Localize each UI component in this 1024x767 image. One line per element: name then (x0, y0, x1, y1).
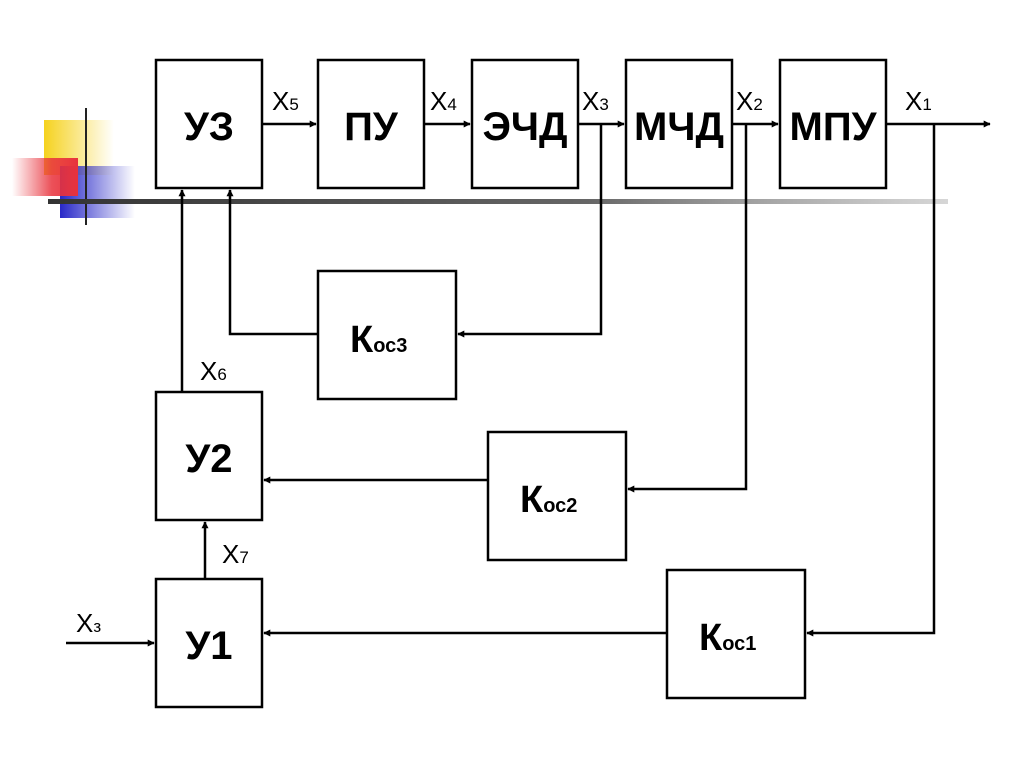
block-u3: УЗ (154, 58, 264, 190)
signal-x4-label: Х4 (430, 86, 457, 116)
block-kos3-label: Кос3 (350, 319, 407, 361)
block-kos1-label: Кос1 (699, 617, 756, 659)
block-kos2-label: Кос2 (520, 479, 577, 521)
signal-x3-label: Х3 (582, 86, 609, 116)
feedback-kos3-to-u3 (226, 189, 318, 336)
feedback-x2-to-kos2 (627, 124, 748, 493)
block-mpu-label: МПУ (790, 105, 878, 149)
block-u3-label: УЗ (184, 105, 234, 149)
block-u1: У1 (154, 577, 264, 709)
signal-x1-label: Х1 (905, 86, 932, 116)
block-kos2: Кос2 (486, 430, 628, 562)
block-kos3: Кос3 (316, 269, 458, 401)
block-pu: ПУ (316, 58, 426, 190)
block-u2: У2 (154, 390, 264, 522)
block-u2-label: У2 (185, 437, 232, 481)
feedback-x3-to-kos3 (457, 124, 603, 338)
block-mchd-label: МЧД (634, 105, 724, 149)
block-mpu: МПУ (778, 58, 888, 190)
signal-x2-label: Х2 (736, 86, 763, 116)
block-pu-label: ПУ (344, 105, 399, 149)
slide-decoration (12, 108, 948, 225)
block-echd: ЭЧД (470, 58, 580, 190)
signal-x7-label: Х7 (222, 539, 249, 569)
feedback-x1-to-kos1 (806, 124, 936, 637)
signal-x5-label: Х5 (272, 86, 299, 116)
signal-x6-label: Х6 (200, 356, 227, 386)
block-u1-label: У1 (185, 624, 232, 668)
signal-xz-label: Хз (76, 608, 101, 638)
block-kos1: Кос1 (665, 568, 807, 700)
block-mchd: МЧД (624, 58, 734, 190)
block-echd-label: ЭЧД (482, 105, 567, 149)
